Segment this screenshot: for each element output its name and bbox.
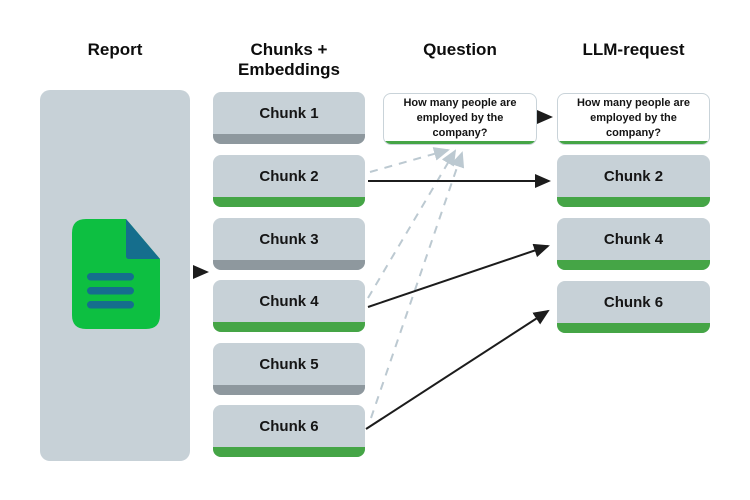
llm-chunk-2-label: Chunk 2 bbox=[603, 167, 664, 185]
chunk-6-label: Chunk 6 bbox=[259, 417, 319, 435]
llm-question-text: How many people are employed by the comp… bbox=[576, 97, 691, 139]
chunk-3-label: Chunk 3 bbox=[259, 230, 319, 248]
chunk-5-box: Chunk 5 bbox=[213, 343, 365, 395]
heading-chunks-embeddings: Chunks + Embeddings bbox=[237, 40, 340, 79]
dashed-link-chunk2-question bbox=[369, 147, 450, 173]
chunk-6-embedding-bar bbox=[213, 447, 365, 457]
question-embedding-bar bbox=[384, 141, 536, 144]
chunk-2-box: Chunk 2 bbox=[213, 155, 365, 207]
chunk-2-embedding-bar bbox=[213, 197, 365, 207]
chunk-5-label: Chunk 5 bbox=[259, 355, 319, 373]
question-text: How many people are employed by the comp… bbox=[403, 97, 517, 139]
llm-chunk-6-label: Chunk 6 bbox=[603, 293, 664, 311]
llm-chunk-2-embedding-bar bbox=[557, 197, 710, 207]
llm-chunk-2-box: Chunk 2 bbox=[557, 155, 710, 207]
chunk-1-label: Chunk 1 bbox=[259, 104, 319, 122]
llm-question-box: How many people are employed by the comp… bbox=[557, 93, 710, 145]
llm-chunk-6-box: Chunk 6 bbox=[557, 281, 710, 333]
llm-chunk-6-embedding-bar bbox=[557, 323, 710, 333]
document-icon bbox=[72, 219, 160, 329]
chunk-6-box: Chunk 6 bbox=[213, 405, 365, 457]
llm-chunk-4-box: Chunk 4 bbox=[557, 218, 710, 270]
chunk-4-embedding-bar bbox=[213, 322, 365, 332]
chunk-4-label: Chunk 4 bbox=[259, 292, 319, 310]
report-box bbox=[40, 90, 190, 461]
heading-question: Question bbox=[423, 40, 497, 59]
dashed-link-chunk6-question bbox=[370, 151, 465, 419]
llm-chunk-4-label: Chunk 4 bbox=[603, 230, 664, 248]
chunk-2-label: Chunk 2 bbox=[259, 167, 319, 185]
heading-llm-request: LLM-request bbox=[582, 40, 685, 59]
chunk-3-box: Chunk 3 bbox=[213, 218, 365, 270]
arrow-chunk4-to-llm bbox=[367, 243, 550, 308]
chunk-4-box: Chunk 4 bbox=[213, 280, 365, 332]
arrow-chunk6-to-llm bbox=[365, 309, 550, 430]
chunk-1-embedding-bar bbox=[213, 134, 365, 144]
question-box: How many people are employed by the comp… bbox=[383, 93, 537, 145]
chunk-3-embedding-bar bbox=[213, 260, 365, 270]
chunk-5-embedding-bar bbox=[213, 385, 365, 395]
heading-report: Report bbox=[87, 40, 143, 59]
dashed-link-chunk4-question bbox=[367, 149, 457, 299]
chunk-1-box: Chunk 1 bbox=[213, 92, 365, 144]
llm-question-embedding-bar bbox=[558, 141, 709, 144]
llm-chunk-4-embedding-bar bbox=[557, 260, 710, 270]
